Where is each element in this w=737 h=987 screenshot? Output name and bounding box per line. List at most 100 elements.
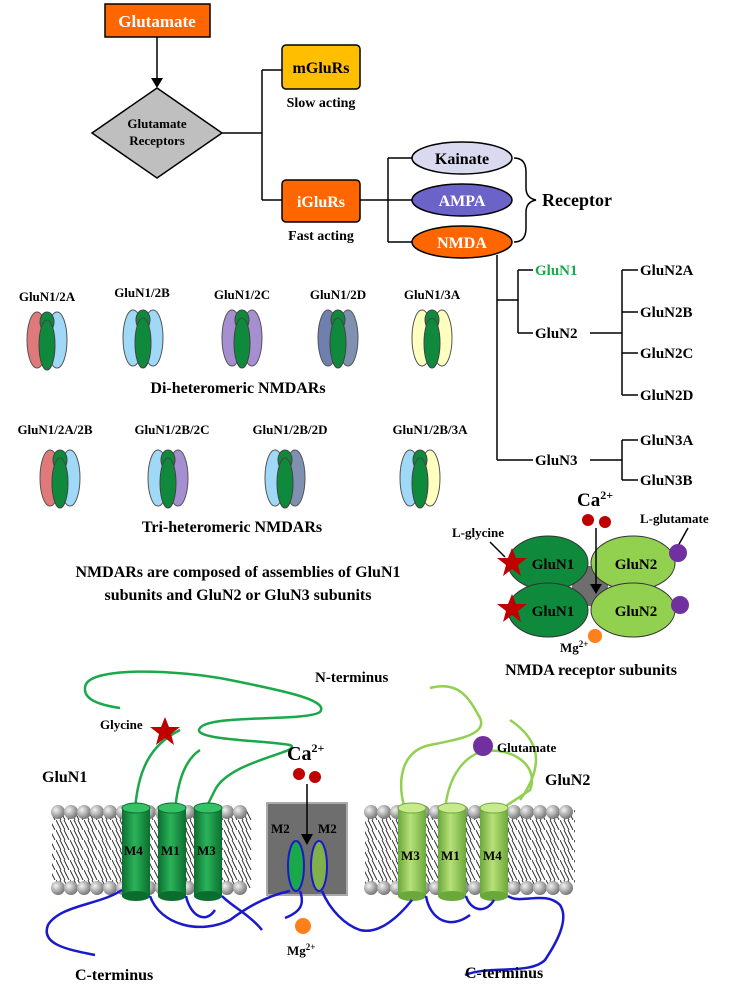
ca-label: Ca2+	[577, 488, 613, 511]
glun2b-label: GluN2B	[640, 305, 693, 321]
m2-left-label: M2	[271, 821, 290, 836]
composition-line1: NMDARs are composed of assemblies of Glu…	[75, 564, 400, 581]
receptors-diamond	[90, 87, 224, 179]
di-label-2: GluN1/2B	[114, 285, 170, 300]
receptor-glun1-2d	[317, 309, 359, 369]
lipid-bilayer-right	[364, 805, 575, 895]
m2-right-helix	[310, 840, 328, 892]
receptor-glun1-2b-2d	[264, 449, 306, 509]
membrane-ca-ion-1	[293, 768, 305, 780]
lipid-head	[533, 881, 547, 895]
m1-right-label: M1	[441, 848, 460, 863]
c-terminus-left-label: C-terminus	[75, 967, 153, 984]
lipid-head	[51, 805, 65, 819]
slow-acting-label: Slow acting	[287, 96, 356, 111]
membrane-mg-label: Mg2+	[287, 942, 315, 958]
nmda-label: NMDA	[437, 235, 487, 252]
di-label-4: GluN1/2D	[310, 287, 366, 302]
receptor-brace	[513, 157, 537, 243]
tri-heteromeric-section: GluN1/2A/2B GluN1/2B/2C GluN1/2B/2D GluN…	[17, 422, 468, 536]
ampa-label: AMPA	[439, 193, 486, 210]
glun3-branch	[590, 439, 638, 481]
glycine-star-bottom	[497, 594, 527, 622]
lipid-head	[220, 881, 234, 895]
lipid-head	[559, 881, 573, 895]
glun2a-label: GluN2A	[640, 263, 694, 279]
l-glycine-arrow	[489, 541, 506, 558]
kainate-label: Kainate	[435, 151, 489, 168]
membrane-topology: N-terminus Glycine Ca2+ Glutamate GluN1 …	[42, 670, 590, 984]
flowchart: Glutamate Glutamate Receptors mGluRs Slo…	[90, 3, 694, 489]
tri-caption: Tri-heteromeric NMDARs	[142, 519, 322, 536]
receptor-label: Receptor	[542, 190, 612, 210]
lipid-head	[533, 805, 547, 819]
tri-label-2: GluN1/2B/2C	[134, 422, 209, 437]
iglurs-label: iGluRs	[297, 194, 345, 211]
receptor-glun1-2b-2c	[147, 449, 189, 509]
ampa-oval	[411, 183, 513, 217]
lipid-head	[233, 805, 247, 819]
fast-acting-label: Fast acting	[288, 229, 354, 244]
nmda-oval	[411, 225, 513, 259]
tri-label-4: GluN1/2B/3A	[392, 422, 468, 437]
intracellular-loops	[45, 888, 565, 977]
receptor-glun1-3a	[411, 309, 453, 369]
glutamate-dot-bottom	[671, 596, 689, 614]
glun3-tree-label: GluN3	[535, 453, 578, 469]
lipid-head	[103, 805, 117, 819]
glycine-star	[150, 717, 180, 745]
mglurs-box	[281, 44, 361, 90]
mglurs-label: mGluRs	[293, 60, 350, 77]
lipid-head	[90, 805, 104, 819]
mg-ion	[588, 629, 602, 643]
lipid-head	[468, 881, 482, 895]
lipid-head	[77, 805, 91, 819]
glun1-membrane-label: GluN1	[42, 769, 87, 786]
mg-label: Mg2+	[560, 639, 588, 655]
glun1-top-label: GluN1	[532, 557, 575, 573]
nmda-subunit-diagram: Ca2+ L-glycine L-glutamate GluN1 GluN2 G…	[452, 488, 709, 679]
glun2-helices	[397, 802, 509, 901]
membrane-ca-label: Ca2+	[287, 741, 324, 765]
receptor-glun1-2b	[122, 309, 164, 369]
arrow-head	[151, 78, 163, 88]
glutamate-binding-dot	[473, 736, 493, 756]
membrane-mg-ion	[295, 918, 311, 934]
lipid-head	[507, 805, 521, 819]
n-terminus-label: N-terminus	[315, 670, 388, 686]
iglurs-connector	[360, 157, 412, 243]
glycine-star-top	[497, 548, 527, 576]
glun1-helices	[121, 802, 223, 901]
glun3a-label: GluN3A	[640, 433, 694, 449]
m1-left-label: M1	[161, 843, 180, 858]
lipid-head	[377, 881, 391, 895]
lipid-head	[507, 881, 521, 895]
lipid-head	[377, 805, 391, 819]
lipid-head	[520, 805, 534, 819]
m4-left-label: M4	[124, 843, 143, 858]
glutamate-box	[104, 3, 211, 38]
m3-left-label: M3	[197, 843, 216, 858]
composition-line2: subunits and GluN2 or GluN3 subunits	[105, 587, 372, 604]
branch-connector	[222, 69, 282, 201]
glun1-bottom-label: GluN1	[532, 604, 575, 620]
composition-text: NMDARs are composed of assemblies of Glu…	[75, 564, 400, 604]
m2-right-label: M2	[318, 821, 337, 836]
pore-ca-arrow-head	[301, 834, 313, 845]
glycine-label: Glycine	[100, 717, 143, 732]
lipid-head	[90, 881, 104, 895]
receptors-label-line1: Glutamate	[127, 116, 186, 131]
receptor-glun1-2a-2b	[39, 449, 81, 509]
lipid-head	[546, 805, 560, 819]
glun1-extracellular-loop	[83, 670, 323, 811]
membrane-ca-ion-2	[309, 771, 321, 783]
glun2-membrane-label: GluN2	[545, 772, 590, 789]
l-glycine-label: L-glycine	[452, 525, 504, 540]
lipid-head	[364, 805, 378, 819]
receptor-glun1-2b-3a	[399, 449, 441, 509]
tri-label-1: GluN1/2A/2B	[17, 422, 92, 437]
lipid-head	[546, 881, 560, 895]
glutamate-dot-top	[669, 544, 687, 562]
c-terminus-right-label: C-terminus	[465, 965, 543, 982]
